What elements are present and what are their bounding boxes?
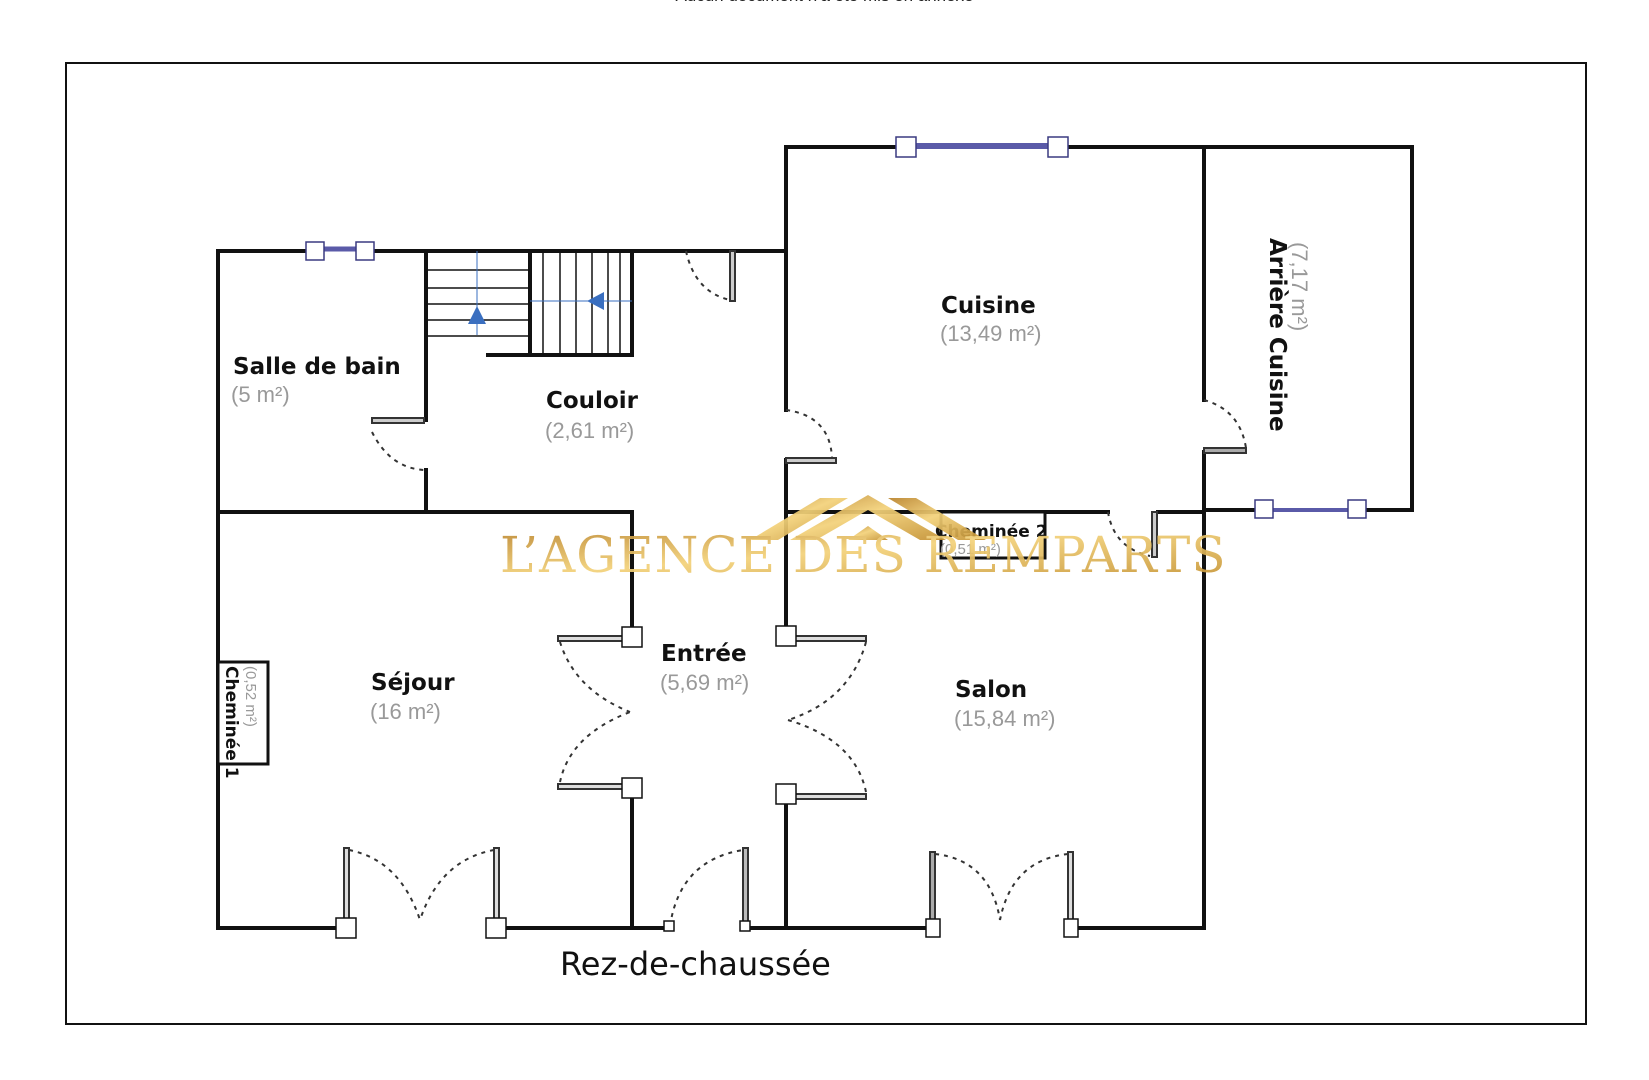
room-name: Salon (955, 677, 1027, 703)
room-sejour: Séjour (16 m²) (370, 670, 455, 724)
room-name: Salle de bain (233, 354, 401, 380)
windows (305, 136, 1367, 519)
room-entree: Entrée (5,69 m²) (660, 641, 749, 695)
door-hinges (335, 625, 1079, 939)
room-cheminee-1: Cheminée 1 (0,52 m²) (221, 666, 259, 779)
room-name: Séjour (371, 670, 455, 696)
room-area: (15,84 m²) (954, 706, 1055, 731)
stairs (426, 251, 632, 355)
room-area: (5,69 m²) (660, 670, 749, 695)
room-area: (0,52 m²) (242, 666, 259, 727)
room-name: Arrière Cuisine (1264, 238, 1290, 432)
room-area: (13,49 m²) (940, 321, 1041, 346)
room-name: Cuisine (941, 293, 1036, 319)
room-area: (7,17 m²) (1287, 242, 1312, 331)
annex-note: Aucun document n'a été mis en annexe (0, 0, 1649, 6)
watermark: L’AGENCE DES REMPARTS (500, 495, 1227, 585)
roof-logo-icon (750, 495, 986, 540)
room-salle-de-bain: Salle de bain (5 m²) (231, 354, 401, 407)
room-name: Entrée (661, 641, 747, 667)
stair-arrow-icon (468, 292, 604, 324)
room-arriere-cuisine: Arrière Cuisine (7,17 m²) (1264, 238, 1312, 432)
room-name: Couloir (546, 388, 639, 414)
room-cuisine: Cuisine (13,49 m²) (940, 293, 1041, 346)
watermark-text: L’AGENCE DES REMPARTS (500, 526, 1227, 584)
room-area: (0,51 m²) (940, 541, 1001, 558)
room-area: (5 m²) (231, 382, 290, 407)
cheminee-1-box (216, 660, 270, 766)
floor-title: Rez-de-chaussée (560, 945, 831, 983)
plan-frame (65, 62, 1587, 1025)
room-name: Cheminée 1 (221, 666, 241, 779)
window-frame-icon (305, 241, 325, 261)
room-salon: Salon (15,84 m²) (954, 677, 1055, 731)
room-area: (2,61 m²) (545, 418, 634, 443)
room-area: (16 m²) (370, 699, 441, 724)
room-couloir: Couloir (2,61 m²) (545, 388, 639, 443)
doors (343, 250, 1247, 929)
